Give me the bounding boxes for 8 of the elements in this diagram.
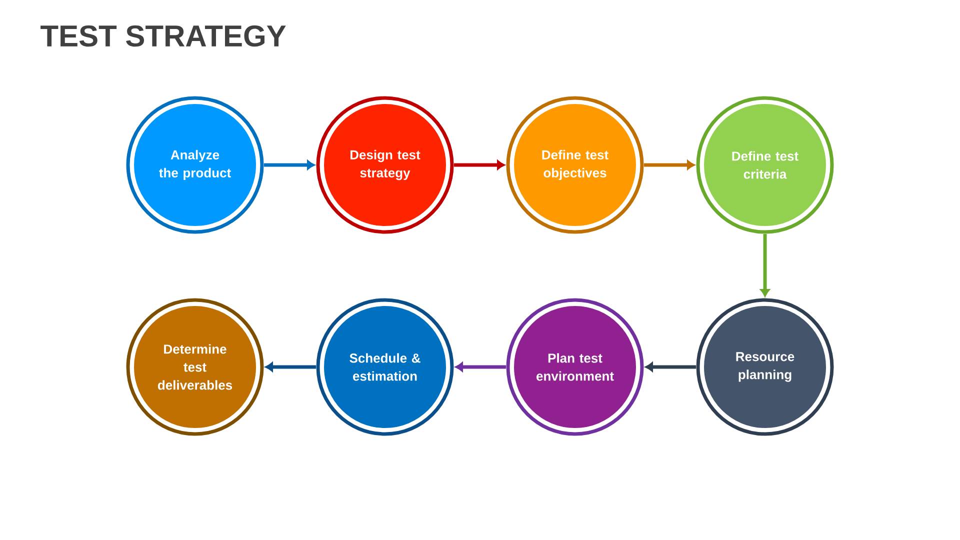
arrow — [264, 160, 315, 170]
arrow — [760, 234, 770, 297]
title: TEST STRATEGY — [40, 25, 286, 47]
arrow — [265, 362, 316, 372]
arrow — [454, 160, 505, 170]
arrow — [644, 160, 695, 170]
arrow — [455, 362, 506, 372]
arrow — [645, 362, 696, 372]
